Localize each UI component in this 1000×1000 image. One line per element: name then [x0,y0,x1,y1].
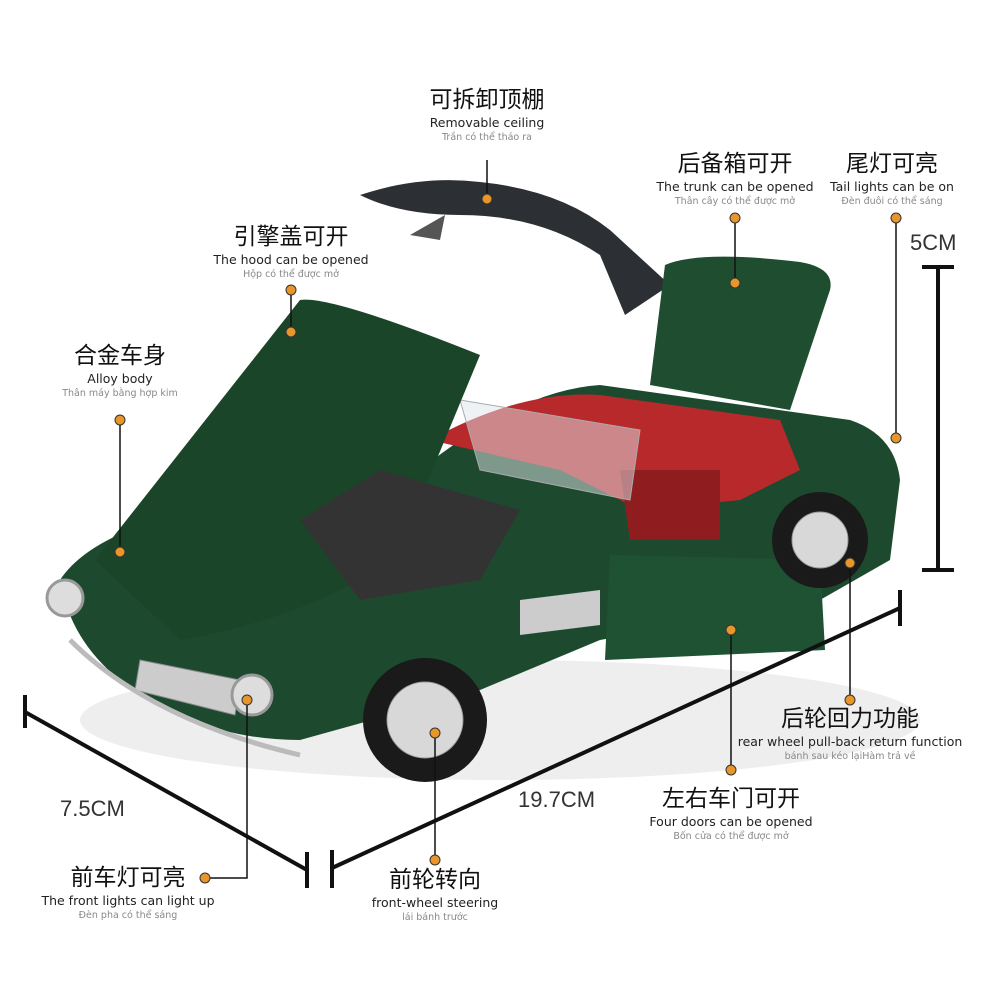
side-vent [520,590,600,635]
door [605,555,825,660]
length-line [331,606,901,870]
front-hubcap [386,681,464,759]
left-headlight [45,578,85,618]
callout-dots [114,193,902,884]
roof-bracket [410,215,445,240]
right-headlight [230,673,274,717]
dimension-lines [23,265,954,888]
width-dimension: 7.5CM [60,796,125,821]
length-dimension: 19.7CM [518,787,596,812]
rear-hubcap [791,511,849,569]
seat-back [620,470,720,540]
width-line [24,710,308,872]
trunk-lid [650,256,831,410]
height-dimension: 5CM [910,230,957,255]
grille [134,659,241,716]
engine-bay [300,470,520,600]
front-bumper [68,638,301,758]
leader-lines [119,160,897,879]
windshield [459,399,641,501]
removable-roof [360,180,670,315]
